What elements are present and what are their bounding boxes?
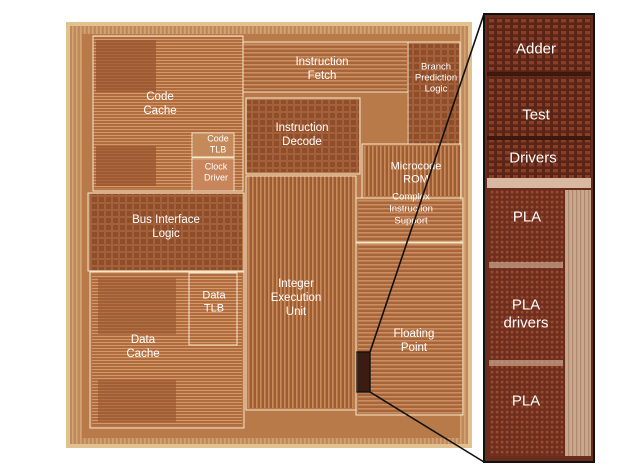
clock-driver-label-line: Driver — [204, 173, 228, 183]
integer-execution-area — [248, 176, 354, 408]
instruction-decode-label-line: Decode — [282, 136, 322, 148]
complex-instruction-label-line: Complex — [392, 191, 430, 202]
instruction-decode-label-line: Instruction — [275, 122, 328, 134]
instruction-fetch-label-line: Instruction — [295, 56, 348, 68]
code-cache-label-line: Code — [146, 91, 174, 103]
callout-lines — [356, 13, 485, 463]
float-outline — [355, 242, 464, 416]
bus-interface-label-line: Bus Interface — [132, 214, 200, 226]
callout-line-top — [369, 13, 485, 353]
drivers-label-line: Drivers — [509, 149, 557, 166]
clock-driver-label-line: Clock — [205, 162, 228, 172]
code-cache-outline — [92, 35, 244, 192]
zoom-band-4 — [489, 360, 563, 366]
branch-prediction-area — [407, 44, 459, 144]
instruction-fetch-label-line: Fetch — [308, 70, 337, 82]
code-tlb-area — [193, 134, 233, 156]
pla-drivers-label-line: PLA — [512, 296, 540, 313]
data-cache-label-line: Data — [131, 334, 156, 346]
code-cache-label-line: Cache — [143, 105, 176, 117]
data-cache-label-line: Cache — [126, 348, 159, 360]
microcode-rom-label-line: ROM — [403, 173, 429, 185]
integer-execution-label-line: Unit — [286, 306, 307, 318]
data-cache-outline — [89, 271, 245, 429]
test-label: Test — [522, 106, 550, 123]
data-tlb-label-line: TLB — [204, 302, 224, 314]
zoom-band-2 — [487, 136, 591, 140]
integer-execution-label-line: Execution — [271, 292, 322, 304]
zoom-panel — [483, 13, 595, 463]
integer-execution-label-line: Integer — [278, 278, 314, 290]
pla-label: PLA — [513, 208, 541, 225]
callout-source-box — [356, 351, 371, 393]
adder-label-line: Adder — [516, 40, 556, 57]
drivers-label: Drivers — [509, 149, 557, 166]
branch-prediction-label-line: Prediction — [415, 72, 457, 83]
code-tlb-label-line: TLB — [210, 145, 227, 155]
branch-prediction-label-line: Logic — [425, 83, 448, 94]
bus-outline — [87, 192, 245, 272]
clock-driver-area — [193, 160, 233, 190]
clock-outline — [191, 157, 235, 192]
instruction-fetch-area — [243, 44, 407, 92]
pla-label-line: PLA — [513, 208, 541, 225]
zoom-right-strip — [565, 190, 591, 456]
floating-point-label-line: Floating — [394, 328, 435, 340]
branch-prediction-label-line: Branch — [421, 61, 451, 72]
pla-bottom-label: PLA — [512, 392, 540, 409]
decode-outline — [245, 97, 361, 175]
code-tlb-label-line: Code — [207, 134, 229, 144]
region-outlines — [87, 35, 464, 429]
instruction-decode-area — [247, 100, 359, 172]
zoom-band-3 — [489, 262, 563, 268]
zoom-divider-1 — [487, 178, 591, 188]
data-cache-block-a — [98, 278, 176, 334]
data-cache-block-b — [98, 380, 176, 422]
complex-instruction-label-line: Support — [394, 215, 428, 226]
zoom-frame — [483, 13, 595, 463]
die-regions — [90, 36, 462, 426]
microcode-rom-area — [364, 146, 460, 196]
floating-point-label-line: Point — [401, 342, 428, 354]
code-cache-block-b — [96, 146, 156, 186]
bus-interface-area — [90, 194, 242, 270]
pla-bottom-label-line: PLA — [512, 392, 540, 409]
data-tlb-outline — [188, 272, 238, 346]
zoom-pla-cells — [489, 190, 563, 456]
code-tlb-outline — [191, 132, 235, 158]
floating-point-highlight — [358, 352, 370, 392]
pla-drivers-label-line: drivers — [503, 314, 548, 331]
callout-line-bottom — [369, 391, 485, 463]
floating-point-area — [358, 244, 462, 414]
data-tlb-label-line: Data — [202, 289, 226, 301]
zoom-band-1 — [487, 72, 591, 76]
adder-label: Adder — [516, 40, 556, 57]
code-cache-block-a — [96, 40, 156, 92]
bus-interface-label-line: Logic — [152, 228, 180, 240]
complex-instruction-label-line: Instruction — [389, 203, 433, 214]
zoom-top-cells — [487, 18, 591, 178]
microcode-rom-label-line: Microcode — [391, 160, 442, 172]
test-label-line: Test — [522, 106, 550, 123]
